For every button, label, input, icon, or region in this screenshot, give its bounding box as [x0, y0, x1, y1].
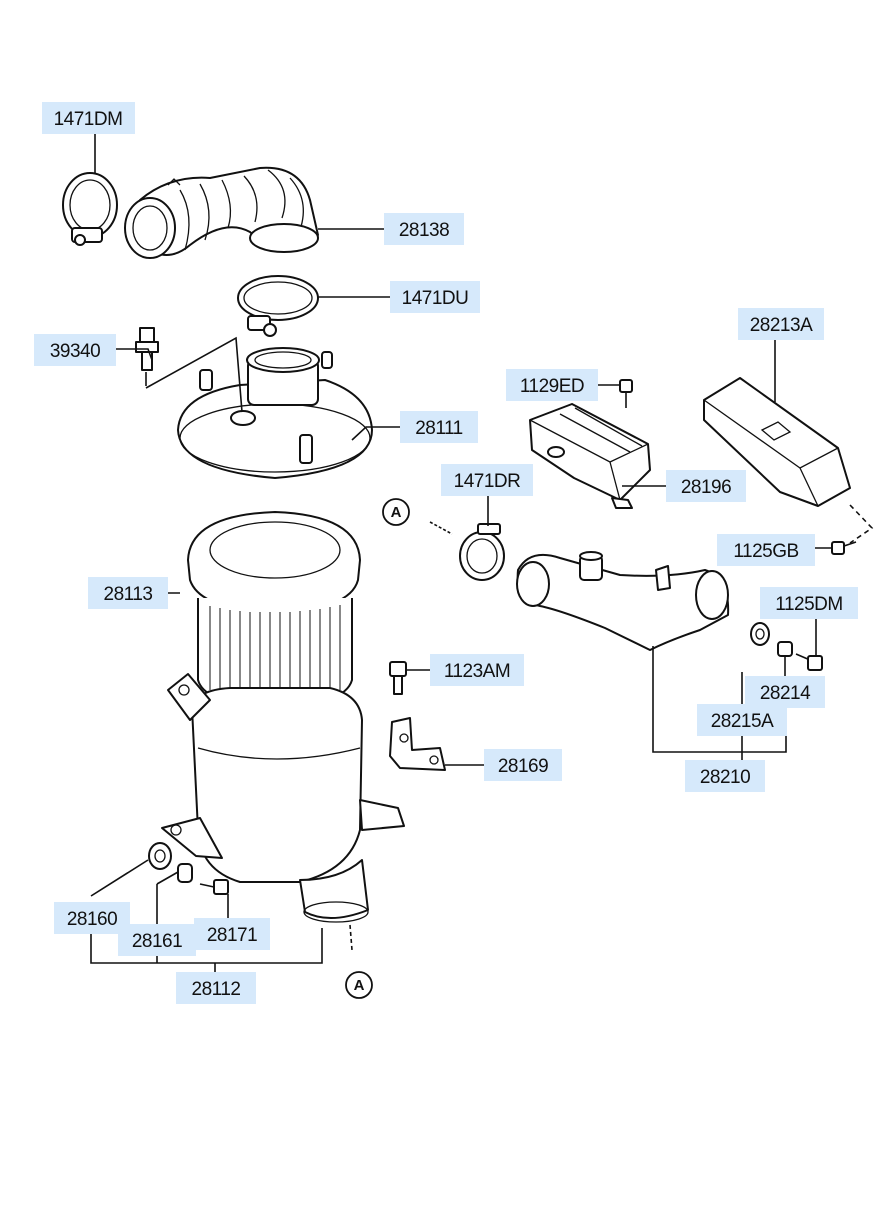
bolt-1123am-drawing	[389, 661, 407, 695]
svg-text:28160: 28160	[67, 909, 117, 930]
svg-text:28112: 28112	[192, 979, 241, 1000]
svg-text:1125GB: 1125GB	[733, 541, 798, 562]
grommet-28215a-drawing	[750, 622, 770, 646]
svg-text:1125DM: 1125DM	[775, 594, 842, 615]
svg-text:A: A	[354, 977, 365, 994]
callout-28160: 28160	[54, 902, 130, 934]
callout-28112: 28112	[176, 972, 256, 1004]
callout-1471dm: 1471DM	[42, 102, 135, 134]
cleaner-cover-28111-drawing	[177, 347, 373, 479]
collar-28161-drawing	[177, 863, 193, 883]
bracket-28169-drawing	[389, 717, 446, 771]
bolt-1125gb-drawing	[831, 541, 857, 555]
svg-text:28161: 28161	[132, 931, 182, 952]
svg-text:1471DR: 1471DR	[454, 471, 521, 492]
svg-text:28196: 28196	[681, 477, 731, 498]
svg-text:28111: 28111	[415, 418, 463, 439]
callout-1125dm: 1125DM	[760, 587, 858, 619]
callout-1129ed: 1129ED	[506, 369, 598, 401]
svg-text:28210: 28210	[700, 767, 750, 788]
callout-28138: 28138	[384, 213, 464, 245]
duct-cover-28213a-drawing	[703, 377, 851, 507]
svg-text:28213A: 28213A	[750, 315, 813, 336]
svg-text:28214: 28214	[760, 683, 811, 704]
svg-text:1123AM: 1123AM	[444, 661, 510, 682]
collar-28214-drawing	[777, 641, 793, 657]
bolt-28171-drawing	[199, 879, 229, 895]
callout-28213a: 28213A	[738, 308, 824, 340]
svg-text:28113: 28113	[104, 584, 153, 605]
callout-1471du: 1471DU	[390, 281, 480, 313]
callout-1123am: 1123AM	[430, 654, 524, 686]
callout-1125gb: 1125GB	[717, 534, 815, 566]
svg-text:28171: 28171	[207, 925, 257, 946]
intake-duct-28210-drawing	[516, 551, 730, 651]
reference-mark-a-bottom: A	[345, 971, 373, 999]
hose-clamp-1471dr-drawing	[459, 523, 505, 581]
callout-28113: 28113	[88, 577, 168, 609]
callout-28171: 28171	[194, 918, 270, 950]
svg-text:28169: 28169	[498, 756, 548, 777]
callout-28215a: 28215A	[697, 704, 787, 736]
callout-28210: 28210	[685, 760, 765, 792]
bolt-1125dm-drawing	[795, 653, 823, 671]
svg-text:1129ED: 1129ED	[520, 376, 584, 397]
callout-28214: 28214	[745, 676, 825, 708]
callout-28196: 28196	[666, 470, 746, 502]
svg-text:A: A	[391, 504, 402, 521]
callout-1471dr: 1471DR	[441, 464, 533, 496]
svg-text:1471DM: 1471DM	[54, 109, 123, 130]
intake-hose-28138-drawing	[124, 166, 319, 259]
resonator-28196-drawing	[529, 403, 651, 509]
svg-text:39340: 39340	[50, 341, 100, 362]
sensor-39340-drawing	[135, 327, 159, 386]
callout-28169: 28169	[484, 749, 562, 781]
callout-28161: 28161	[118, 924, 196, 956]
hose-clamp-1471du-drawing	[237, 275, 319, 337]
hose-clamp-1471dm-drawing	[62, 172, 118, 246]
callout-39340: 39340	[34, 334, 116, 366]
svg-text:28215A: 28215A	[711, 711, 774, 732]
grommet-28160-drawing	[148, 842, 172, 870]
reference-mark-a-top: A	[382, 498, 410, 526]
svg-text:1471DU: 1471DU	[402, 288, 469, 309]
cleaner-body-28112-drawing	[161, 673, 405, 923]
callout-28111: 28111	[400, 411, 478, 443]
bolt-1129ed-drawing	[619, 379, 633, 408]
filter-element-28113-drawing	[187, 511, 361, 708]
svg-text:28138: 28138	[399, 220, 449, 241]
